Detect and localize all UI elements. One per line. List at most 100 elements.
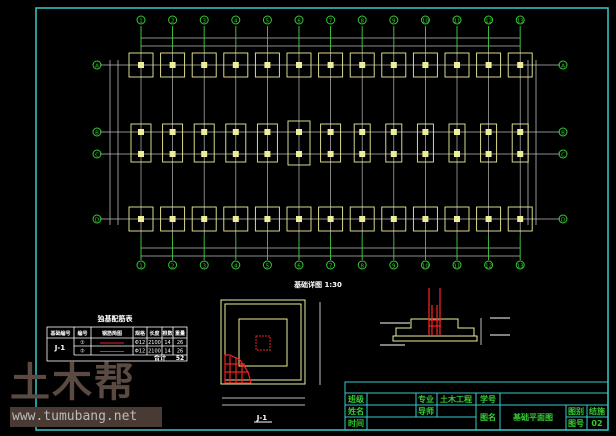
- column: [264, 151, 271, 157]
- table-header: 根数: [162, 330, 173, 337]
- column: [232, 216, 239, 222]
- column: [264, 129, 271, 135]
- axis-label-9: 9: [392, 263, 396, 269]
- column: [169, 216, 176, 222]
- footing: [412, 52, 438, 78]
- footing: [286, 206, 312, 232]
- axis-label-B: B: [95, 130, 99, 136]
- axis-bubble: [294, 15, 304, 25]
- footing: [480, 123, 498, 163]
- axis-bubble: [136, 15, 146, 25]
- column: [359, 129, 366, 135]
- axis-label-3: 3: [202, 18, 206, 24]
- column: [454, 129, 460, 135]
- column: [327, 62, 334, 68]
- footing: [507, 206, 533, 232]
- axis-bubble: [515, 260, 525, 270]
- footing: [381, 52, 407, 78]
- axis-bubble: [231, 15, 241, 25]
- axis-bubble: [484, 15, 494, 25]
- axis-bubble: [326, 15, 336, 25]
- footing: [286, 52, 312, 78]
- axis-label-1: 1: [139, 263, 143, 269]
- axis-label-10: 10: [422, 263, 429, 269]
- axis-label-1: 1: [139, 18, 143, 24]
- footing: [256, 123, 278, 163]
- watermark-url: www.tumubang.net: [10, 407, 162, 427]
- footing: [448, 123, 466, 163]
- column: [138, 216, 144, 222]
- footing: [191, 52, 217, 78]
- footing: [349, 52, 375, 78]
- axis-bubble: [452, 260, 462, 270]
- column: [422, 151, 429, 157]
- column: [517, 151, 524, 157]
- table-header: 重量: [175, 330, 185, 337]
- detail-title: 基础详图 1:30: [293, 280, 342, 289]
- table-cell: 26: [177, 349, 183, 355]
- axis-label-6: 6: [297, 263, 301, 269]
- axis-label-D: D: [561, 217, 565, 223]
- column: [359, 62, 366, 68]
- axis-bubble: [136, 260, 146, 270]
- drawing-frame: [35, 7, 609, 431]
- drawing-no-value: 02: [591, 419, 602, 428]
- axis-bubble: [515, 15, 525, 25]
- axis-bubble: [389, 15, 399, 25]
- advisor-label: 导师: [418, 406, 434, 416]
- column: [422, 129, 429, 135]
- column: [517, 129, 524, 135]
- table-cell: 26: [177, 340, 183, 346]
- column: [232, 62, 239, 68]
- axis-bubble: [452, 15, 462, 25]
- table-cell: 14: [164, 340, 170, 346]
- footing: [225, 123, 247, 163]
- axis-bubble: [420, 260, 430, 270]
- axis-label-2: 2: [171, 18, 175, 24]
- column: [390, 62, 397, 68]
- axis-bubble: [558, 149, 568, 159]
- axis-label-6: 6: [297, 18, 301, 24]
- axis-bubble: [420, 15, 430, 25]
- footing-detail-plan: J-1 基础详图 1:30: [220, 280, 342, 423]
- table-cell: 2100: [148, 349, 161, 355]
- column: [390, 151, 397, 157]
- axis-label-12: 12: [485, 18, 492, 24]
- footing: [476, 206, 502, 232]
- drawing-no-label: 图号: [568, 419, 584, 428]
- column: [264, 62, 271, 68]
- axis-bubble: [558, 214, 568, 224]
- footing: [318, 52, 344, 78]
- column: [327, 129, 334, 135]
- footing: [385, 123, 403, 163]
- footing: [444, 52, 470, 78]
- table-header: 编号: [77, 330, 87, 337]
- footing: [416, 123, 434, 163]
- axis-bubble: [484, 260, 494, 270]
- table-header: 钢筋简图: [102, 330, 122, 337]
- footing: [349, 206, 375, 232]
- axis-label-5: 5: [266, 263, 270, 269]
- total-label: 合计: [154, 354, 166, 362]
- column: [454, 62, 460, 68]
- major-value: 土木工程: [440, 394, 472, 404]
- footing: [128, 206, 154, 232]
- column: [296, 129, 302, 135]
- footing: [412, 206, 438, 232]
- footing: [318, 206, 344, 232]
- axis-label-9: 9: [392, 18, 396, 24]
- column: [390, 129, 397, 135]
- axis-label-5: 5: [266, 18, 270, 24]
- name-label: 姓名: [347, 406, 364, 416]
- axis-bubble: [326, 260, 336, 270]
- footing: [254, 206, 280, 232]
- column: [517, 216, 524, 222]
- footing-section: [380, 288, 510, 346]
- detail-plan-label: J-1: [256, 414, 268, 422]
- footing: [476, 52, 502, 78]
- axis-label-B: B: [561, 130, 565, 136]
- title-block-text: 班级 姓名 时间 专业 土木工程 导师 学号 图名 基础平面图 图别 结施 图号…: [347, 394, 605, 428]
- watermark-logo: 土木帮: [10, 360, 136, 406]
